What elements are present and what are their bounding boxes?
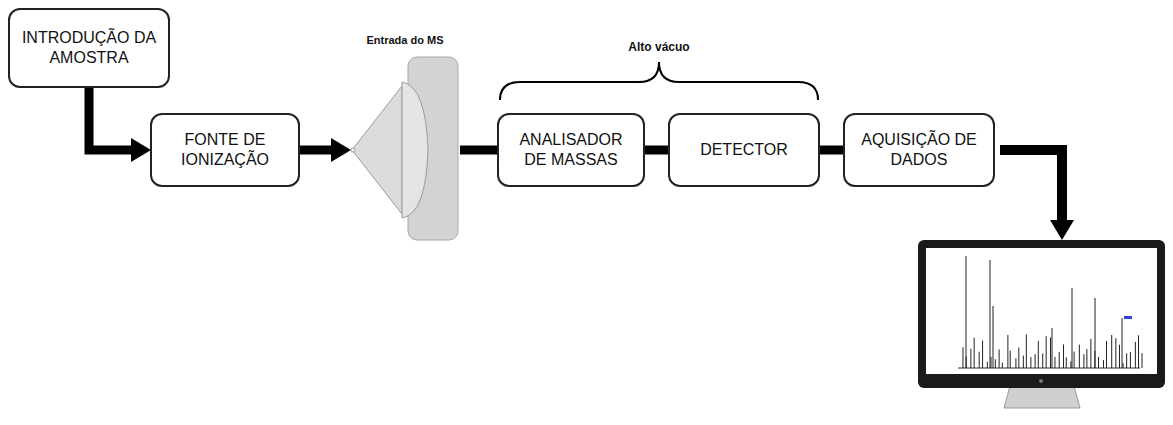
spectrum-peak (1090, 339, 1091, 368)
spectrum-peak (1038, 341, 1039, 368)
spectrum-peak (999, 349, 1000, 368)
spectrum-peak (1119, 345, 1120, 368)
spectrum-peak (1010, 351, 1011, 368)
spectrum-peak (1126, 353, 1127, 368)
box-label: DETECTOR (700, 140, 788, 160)
spectrum-peak (1042, 353, 1043, 368)
spectrum-peak (1023, 356, 1024, 368)
spectrum-peak (970, 349, 971, 368)
spectrum-peak (1103, 360, 1104, 368)
monitor-screen (926, 248, 1157, 374)
output-arrow (1000, 150, 1062, 220)
monitor-illustration (918, 240, 1165, 408)
spectrum-peak (1123, 363, 1124, 368)
flow-connector (460, 146, 497, 155)
spectrum-peak (1079, 345, 1080, 368)
box-label: INTRODUÇÃO DA AMOSTRA (20, 28, 158, 68)
inlet-skimmer (402, 82, 428, 218)
spectrum-peak (1095, 298, 1096, 368)
flow-connector (300, 146, 331, 155)
spectrum-peak (1106, 341, 1107, 368)
spectrum-peak (1072, 288, 1073, 368)
spectrum-peak (1083, 354, 1084, 368)
spectrum-peak (1063, 344, 1064, 368)
spectrum-peak (962, 347, 963, 368)
spectrum-peak (993, 306, 994, 368)
spectrum-peak (1130, 352, 1131, 368)
spectrum-peak (1052, 328, 1053, 368)
box-label: AQUISIÇÃO DE DADOS (855, 130, 983, 170)
monitor-button (1039, 379, 1043, 383)
spectrum-peak (1142, 353, 1143, 368)
spectrum-peak (1074, 352, 1075, 368)
spectrum-peak (974, 338, 975, 368)
flow-connector (645, 146, 668, 155)
spectrum-peak (966, 256, 967, 368)
process-box: AQUISIÇÃO DE DADOS (843, 113, 995, 187)
mass-spectrum (958, 256, 1142, 368)
spectrum-peak (990, 357, 991, 368)
spectrum-peak (1086, 349, 1087, 368)
spectrum-peak (1018, 347, 1019, 368)
spectrum-peak (979, 352, 980, 368)
inlet-orifice (351, 148, 355, 152)
spectrum-peak (1026, 334, 1027, 368)
region-label: Alto vácuo (628, 40, 689, 54)
spectrum-peak (1046, 336, 1047, 368)
inlet-cone (352, 86, 402, 214)
spectrum-peak (1007, 335, 1008, 368)
inlet-label: Entrada do MS (350, 34, 460, 46)
spectrum-peak (1035, 354, 1036, 368)
spectrum-peak (1135, 342, 1136, 368)
box-label: FONTE DE IONIZAÇÃO (162, 130, 288, 170)
process-box: INTRODUÇÃO DA AMOSTRA (8, 8, 170, 88)
spectrum-peak (1111, 335, 1112, 368)
process-box: DETECTOR (668, 113, 820, 187)
spectrum-peak (1002, 362, 1003, 368)
spectrum-peak (1070, 361, 1071, 368)
ms-inlet: Entrada do MS (350, 34, 460, 242)
spectrum-peak (990, 260, 991, 368)
spectrum-peak (1059, 352, 1060, 368)
monitor-frame (918, 240, 1165, 388)
spectrum-peak (982, 341, 983, 368)
flow-connector (820, 146, 843, 155)
spectrum-peak (1050, 337, 1051, 368)
spectrum-peak (987, 362, 988, 368)
process-box: FONTE DE IONIZAÇÃO (150, 113, 300, 187)
spectrum-peak (1138, 335, 1139, 368)
process-box: ANALISADOR DE MASSAS (497, 113, 645, 187)
monitor-stand (1004, 386, 1080, 408)
spectrum-peak (1115, 338, 1116, 368)
spectrum-peak (1098, 357, 1099, 368)
peak-marker (1124, 316, 1132, 319)
spectrum-peak (1015, 358, 1016, 368)
spectrum-axis (958, 368, 1140, 369)
box-label: ANALISADOR DE MASSAS (509, 130, 633, 170)
spectrum-peak (1066, 357, 1067, 368)
spectrum-peak (995, 359, 996, 368)
inlet-illustration (350, 34, 460, 242)
flow-connector (89, 88, 131, 150)
vacuum-bracket (500, 62, 818, 100)
spectrum-peak (1122, 318, 1123, 368)
spectrum-peak (1030, 357, 1031, 368)
spectrum-peak (1054, 357, 1055, 368)
